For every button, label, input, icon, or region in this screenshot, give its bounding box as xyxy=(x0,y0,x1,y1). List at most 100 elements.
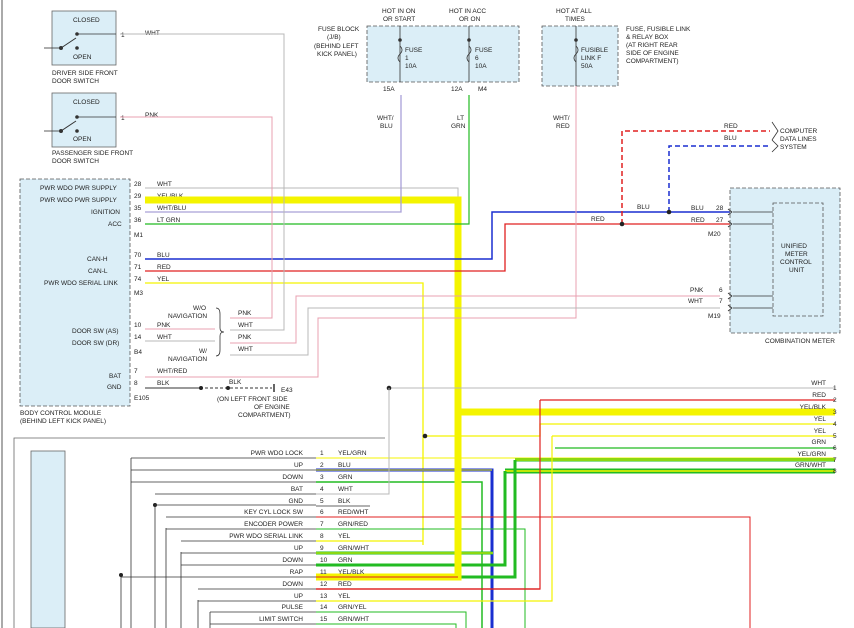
meter-control-unit-box xyxy=(772,202,824,317)
meter-wire-label: WHT xyxy=(688,298,703,305)
bcm-connector-m3: M3 xyxy=(134,290,143,297)
fuse-6-symbol xyxy=(466,45,472,63)
lower-stub-lines xyxy=(121,457,316,625)
fusible-box-desc: FUSE, FUSIBLE LINK xyxy=(626,26,691,33)
fuse-block-title-3: (BEHIND LEFT xyxy=(314,43,358,50)
bcm-wire-label: WHT xyxy=(157,334,172,341)
fuse-1-label: FUSE xyxy=(405,47,423,54)
bcm-pin-number: 74 xyxy=(134,276,142,283)
lower-pin-number: 9 xyxy=(320,545,324,552)
navigation-option-labels: W/O NAVIGATION PNK WHT PNK WHT W/ NAVIGA… xyxy=(168,305,253,363)
lower-pin-function: DOWN xyxy=(282,581,303,588)
fusible-wire-label-2: RED xyxy=(556,123,570,130)
fusible-box-desc-4: SIDE OF ENGINE xyxy=(626,50,679,57)
fuse-wire-2-label: LT xyxy=(457,115,464,122)
passenger-switch-caption: PASSENGER SIDE FRONT xyxy=(52,150,133,157)
meter-wire-label: BLU xyxy=(691,205,704,212)
fuse-wire-1-label-2: BLU xyxy=(380,123,393,130)
bcm-pin-number: 28 xyxy=(134,181,142,188)
driver-switch-box xyxy=(51,10,117,66)
lower-pin-function: GND xyxy=(289,498,304,505)
meter-connector-m19: M19 xyxy=(708,313,721,320)
bcm-wire-label: BLK xyxy=(157,380,170,387)
right-wire-color: YEL/GRN xyxy=(797,451,826,458)
bcm-pin-label: BAT xyxy=(109,373,121,380)
lower-pin-number: 11 xyxy=(320,569,327,576)
wire-wht-28 xyxy=(145,187,459,400)
fuse-block-connector: M4 xyxy=(478,86,487,93)
bcm-pin-number: 14 xyxy=(134,334,142,341)
wire-pnk-meter xyxy=(230,295,720,344)
computer-data-title-2: DATA LINES xyxy=(780,136,817,143)
fuse-wire-1-label: WHT/ xyxy=(377,115,394,122)
meter-unit-label-3: CONTROL xyxy=(780,259,812,266)
passenger-switch-box xyxy=(51,92,117,148)
fuse-block-box xyxy=(366,25,520,83)
w-nav-label-2: NAVIGATION xyxy=(168,356,207,363)
data-line-blu-label: BLU xyxy=(724,135,737,142)
bcm-pin-label: DOOR SW (DR) xyxy=(72,340,119,347)
lower-wire-color: GRN/YEL xyxy=(338,604,367,611)
lower-pin-number: 13 xyxy=(320,593,328,600)
fuse-1-number: 1 xyxy=(405,55,409,62)
meter-pin-number: 28 xyxy=(716,205,724,212)
driver-door-switch: CLOSED OPEN 1 DRIVER SIDE FRONT DOOR SWI… xyxy=(44,10,125,85)
meter-pin-number: 27 xyxy=(716,217,724,224)
lower-wire-color: GRN/RED xyxy=(338,521,368,528)
right-wire-color: YEL xyxy=(814,428,827,435)
fusible-box-desc-2: & RELAY BOX xyxy=(626,34,669,41)
lower-pin-number: 7 xyxy=(320,521,324,528)
passenger-switch-wire-label: PNK xyxy=(145,112,159,119)
fusible-link-rating: 50A xyxy=(581,63,593,70)
fuse-block-pin-2: 12A xyxy=(451,86,463,93)
fusible-link-box xyxy=(541,25,619,87)
lower-pin-function: LIMIT SWITCH xyxy=(259,616,303,623)
right-wire-color: GRN xyxy=(812,439,827,446)
wo-nav-label-2: NAVIGATION xyxy=(168,313,207,320)
wire-blu-data xyxy=(668,145,770,212)
bcm-pin-number: 70 xyxy=(134,252,142,259)
lower-pin-function: PWR WDO LOCK xyxy=(251,450,304,457)
bcm-connector-b4: B4 xyxy=(134,349,142,356)
wire-lt-grn-36 xyxy=(145,95,470,225)
fusible-box-desc-5: COMPARTMENT) xyxy=(626,58,678,65)
meter-connector-m20: M20 xyxy=(708,231,721,238)
meter-unit-label-4: UNIT xyxy=(789,267,804,274)
lower-wire-color: YEL/GRN xyxy=(338,450,367,457)
hot-in-on-label-2: OR START xyxy=(383,16,415,23)
wire-wht-blu-35 xyxy=(145,95,402,213)
bcm-wire-label: LT GRN xyxy=(157,217,181,224)
lower-wire-color: GRN/WHT xyxy=(338,545,369,552)
lower-wire-color: GRN/WHT xyxy=(338,616,369,623)
lower-pin-number: 8 xyxy=(320,533,324,540)
bcm-pin-label: PWR WDO SERIAL LINK xyxy=(44,280,118,287)
bcm-wire-label: RED xyxy=(157,264,171,271)
wire-pnk-passenger-door xyxy=(120,116,273,319)
hot-at-all-times-label: HOT AT ALL xyxy=(556,8,592,15)
lower-pin-function: PULSE xyxy=(282,604,304,611)
lower-pin-function: PWR WDO SERIAL LINK xyxy=(229,533,303,540)
hot-in-on-label: HOT IN ON xyxy=(382,8,416,15)
lower-wire-color: GRN xyxy=(338,557,353,564)
lower-pin-number: 12 xyxy=(320,581,328,588)
lower-pin-function: UP xyxy=(294,545,303,552)
fusible-link-id: LINK F xyxy=(581,55,601,62)
right-wire-color: WHT xyxy=(811,380,826,387)
right-pin-number: 1 xyxy=(833,385,837,392)
right-wire-color: GRN/WHT xyxy=(795,462,826,469)
lower-wire-color: RED xyxy=(338,581,352,588)
computer-data-title-3: SYSTEM xyxy=(780,144,807,151)
ground-connector-label: E43 xyxy=(281,387,293,394)
right-wire-color: YEL xyxy=(814,416,827,423)
bcm-connector-e105: E105 xyxy=(134,395,150,402)
lower-switch-pin-labels: PWR WDO LOCK UP DOWN BAT GND KEY CYL LOC… xyxy=(229,450,369,623)
lower-wire-color: YEL/BLK xyxy=(338,569,365,576)
bcm-pin-label: IGNITION xyxy=(91,209,120,216)
bcm-pin-label: DOOR SW (AS) xyxy=(72,328,119,335)
driver-switch-caption: DRIVER SIDE FRONT xyxy=(52,70,118,77)
right-connector-labels: WHT RED YEL/BLK YEL YEL GRN YEL/GRN GRN/… xyxy=(795,380,837,475)
wire-wht-red-bat xyxy=(145,86,577,378)
right-pin-number: 8 xyxy=(833,468,837,475)
bcm-pin-label: PWR WDO PWR SUPPLY xyxy=(40,197,117,204)
